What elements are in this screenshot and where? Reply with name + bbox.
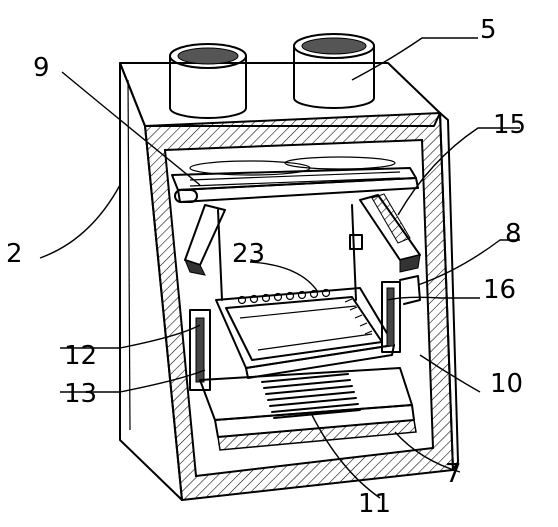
label-10: 10 [490,369,523,399]
top-bracket [171,156,421,301]
left-guide [189,309,211,391]
heater-bars [261,373,361,419]
sample-tray [215,287,395,379]
label-2: 2 [6,239,23,269]
housing [119,62,459,502]
label-13: 13 [64,379,97,409]
label-8: 8 [505,219,522,249]
inner-chamber [199,367,417,451]
label-9: 9 [33,53,50,83]
label-5: 5 [480,15,497,45]
label-7: 7 [445,459,462,489]
label-16: 16 [483,275,516,305]
label-11: 11 [358,489,391,519]
tray-holes [237,288,331,305]
leader-lines [39,37,520,499]
top-cylinder-left [169,43,247,119]
top-cylinder-right [293,33,375,109]
label-12: 12 [64,341,97,371]
right-guide [381,275,421,353]
label-15: 15 [493,110,526,140]
label-23: 23 [232,239,265,269]
